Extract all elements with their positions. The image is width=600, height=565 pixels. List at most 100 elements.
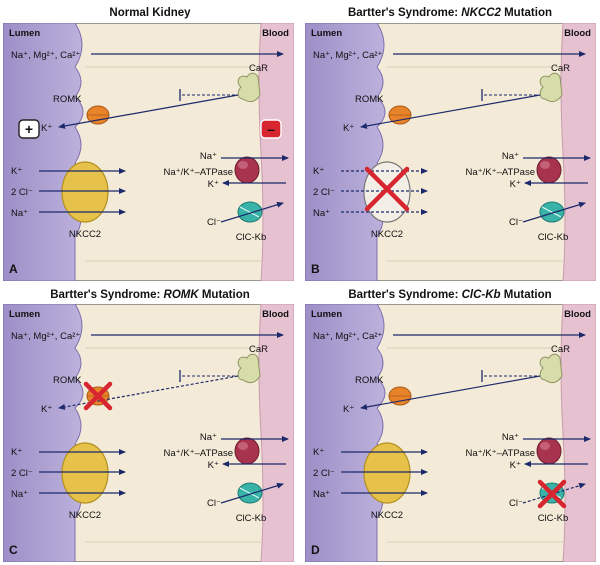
lumen-label: Lumen <box>311 309 342 320</box>
nkcc2-label: NKCC2 <box>371 229 403 240</box>
nkcc2-transporter <box>61 161 109 223</box>
atpase-k-label: K⁺ <box>208 460 219 471</box>
atpase-label: Na⁺/K⁺–ATPase <box>163 167 233 178</box>
nkcc2-cl-label: 2 Cl⁻ <box>11 187 33 198</box>
romk-label: ROMK <box>53 94 82 105</box>
romk-k-arrow <box>360 94 541 129</box>
nkcc2-na-label: Na⁺ <box>11 489 28 500</box>
atpase-na-label: Na⁺ <box>200 432 217 443</box>
lumen-region <box>3 23 84 281</box>
blood-label: Blood <box>564 309 591 320</box>
clckb-cl-label: Cl⁻ <box>509 217 523 228</box>
atpase-k-label: K⁺ <box>510 179 521 190</box>
nkcc2-na-label: Na⁺ <box>313 208 330 219</box>
panel-title-d: Bartter's Syndrome: ClC-Kb Mutation <box>348 289 552 301</box>
paracellular-cations-label: Na⁺, Mg²⁺, Ca²⁺ <box>11 50 80 61</box>
romk-k-arrow <box>58 94 239 129</box>
clckb-label: ClC-Kb <box>538 513 569 524</box>
nkcc2-cl-label: 2 Cl⁻ <box>313 468 335 479</box>
car-receptor <box>237 72 261 103</box>
blood-region <box>560 23 596 281</box>
car-label: CaR <box>551 344 570 355</box>
nkcc2-k-label: K⁺ <box>11 166 22 177</box>
nkcc2-k-label: K⁺ <box>11 447 22 458</box>
panel-title-b: Bartter's Syndrome: NKCC2 Mutation <box>347 7 553 19</box>
blood-negative-sign: – <box>260 119 282 139</box>
nkcc2-k-label: K⁺ <box>313 447 324 458</box>
nkcc2-label: NKCC2 <box>69 510 101 521</box>
panel-letter: D <box>311 543 320 557</box>
romk-label: ROMK <box>355 94 384 105</box>
paracellular-cations-label: Na⁺, Mg²⁺, Ca²⁺ <box>313 50 382 61</box>
clc-kb-channel <box>539 201 565 223</box>
nkcc2-k-label: K⁺ <box>313 166 324 177</box>
blood-region <box>560 304 596 562</box>
clc-kb-channel <box>237 201 263 223</box>
romk-k-label: K⁺ <box>343 404 354 415</box>
lumen-region <box>305 23 386 281</box>
paracellular-cations-label: Na⁺, Mg²⁺, Ca²⁺ <box>11 331 80 342</box>
nkcc2-na-label: Na⁺ <box>11 208 28 219</box>
nkcc2-label: NKCC2 <box>371 510 403 521</box>
minus-symbol: – <box>267 121 275 137</box>
clckb-cl-arrow <box>220 201 284 223</box>
nkcc2-mutation-cross <box>364 166 410 212</box>
car-receptor <box>539 72 563 103</box>
paracellular-cations-label: Na⁺, Mg²⁺, Ca²⁺ <box>313 331 382 342</box>
atpase-label: Na⁺/K⁺–ATPase <box>465 167 535 178</box>
na-k-atpase-pump <box>536 437 562 465</box>
panel-title-a: Normal Kidney <box>109 7 191 19</box>
plus-symbol: + <box>25 121 33 137</box>
atpase-na-label: Na⁺ <box>200 151 217 162</box>
clckb-cl-arrow <box>220 482 284 504</box>
na-k-atpase-pump <box>234 156 260 184</box>
clckb-label: ClC-Kb <box>538 232 569 243</box>
nkcc2-transporter <box>363 442 411 504</box>
lumen-label: Lumen <box>9 309 40 320</box>
clckb-cl-label: Cl⁻ <box>509 498 523 509</box>
clc-kb-channel <box>237 482 263 504</box>
atpase-label: Na⁺/K⁺–ATPase <box>465 448 535 459</box>
na-k-atpase-pump <box>536 156 562 184</box>
lumen-label: Lumen <box>9 28 40 39</box>
car-label: CaR <box>249 63 268 74</box>
panel-letter: C <box>9 543 18 557</box>
clckb-label: ClC-Kb <box>236 232 267 243</box>
car-receptor <box>237 353 261 384</box>
romk-label: ROMK <box>355 375 384 386</box>
atpase-na-label: Na⁺ <box>502 432 519 443</box>
clckb-cl-arrow <box>522 201 586 223</box>
blood-label: Blood <box>262 309 289 320</box>
romk-k-label: K⁺ <box>41 404 52 415</box>
nkcc2-cl-label: 2 Cl⁻ <box>11 468 33 479</box>
atpase-k-label: K⁺ <box>208 179 219 190</box>
lumen-positive-sign: + <box>18 119 40 139</box>
car-receptor <box>539 353 563 384</box>
lumen-region <box>305 304 386 562</box>
nkcc2-cl-label: 2 Cl⁻ <box>313 187 335 198</box>
clckb-cl-label: Cl⁻ <box>207 498 221 509</box>
romk-k-arrow <box>360 375 541 410</box>
blood-region <box>258 23 294 281</box>
romk-label: ROMK <box>53 375 82 386</box>
clckb-cl-label: Cl⁻ <box>207 217 221 228</box>
blood-label: Blood <box>262 28 289 39</box>
lumen-label: Lumen <box>311 28 342 39</box>
blood-label: Blood <box>564 28 591 39</box>
romk-k-label: K⁺ <box>41 123 52 134</box>
clckb-mutation-cross <box>537 479 567 509</box>
panel-letter: B <box>311 262 320 276</box>
nkcc2-transporter <box>61 442 109 504</box>
atpase-k-label: K⁺ <box>510 460 521 471</box>
romk-mutation-cross <box>83 381 113 411</box>
romk-k-label: K⁺ <box>343 123 354 134</box>
car-label: CaR <box>551 63 570 74</box>
nkcc2-na-label: Na⁺ <box>313 489 330 500</box>
blood-region <box>258 304 294 562</box>
atpase-na-label: Na⁺ <box>502 151 519 162</box>
atpase-label: Na⁺/K⁺–ATPase <box>163 448 233 459</box>
